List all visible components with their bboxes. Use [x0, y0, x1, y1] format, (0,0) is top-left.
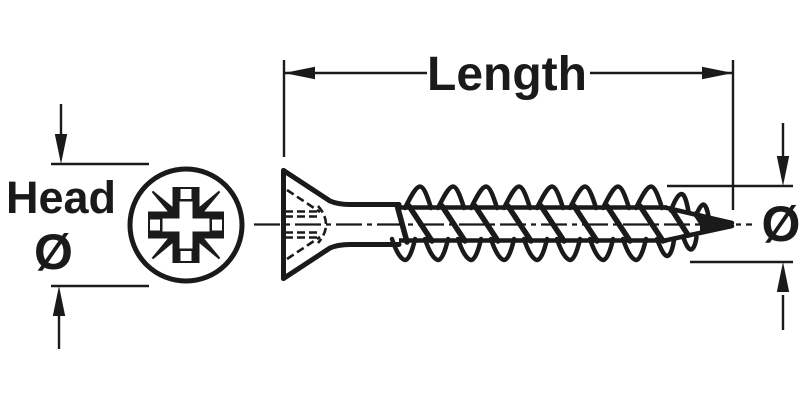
- pozidriv-notch: [150, 219, 160, 231]
- arrow-down-icon: [776, 156, 790, 186]
- outer-diameter-symbol: Ø: [762, 196, 800, 252]
- head-label: Head: [6, 172, 116, 223]
- thread-crests-top: [402, 184, 711, 219]
- pozidriv-cross-slot: [162, 201, 210, 249]
- dimension-length: Length: [282, 48, 735, 210]
- arrow-down-icon: [54, 134, 68, 164]
- pozidriv-notch: [180, 251, 192, 261]
- head-diameter-symbol: Ø: [34, 224, 73, 280]
- arrow-up-icon: [776, 262, 790, 292]
- arrow-left-icon: [284, 66, 315, 80]
- screw-head-side: [281, 168, 402, 281]
- head-bottom-cone-line: [281, 242, 402, 281]
- tip-taper-bottom: [662, 223, 735, 243]
- screw-thread: [389, 184, 711, 263]
- countersunk-screw-side-view: [281, 168, 735, 281]
- pozidriv-cross-icon: [148, 187, 224, 263]
- pozidriv-notch: [180, 189, 192, 199]
- arrow-up-icon: [52, 286, 66, 316]
- hidden-cone-top: [286, 188, 321, 214]
- hidden-cone-bottom: [286, 235, 321, 261]
- screw-head-front-view: [127, 166, 245, 284]
- pozidriv-notch: [212, 219, 222, 231]
- head-outline-circle: [127, 166, 245, 284]
- recess-hidden-lines: [285, 188, 328, 261]
- thread-crests-bottom: [389, 234, 699, 263]
- head-top-cone-line: [281, 168, 402, 207]
- arrow-right-icon: [702, 66, 733, 80]
- hidden-recess-tip-arc: [317, 205, 328, 244]
- thread-flanks: [394, 202, 710, 245]
- dimension-head-diameter: Head Ø: [6, 104, 149, 349]
- length-label: Length: [427, 48, 587, 101]
- dimension-outer-diameter: Ø: [667, 123, 800, 330]
